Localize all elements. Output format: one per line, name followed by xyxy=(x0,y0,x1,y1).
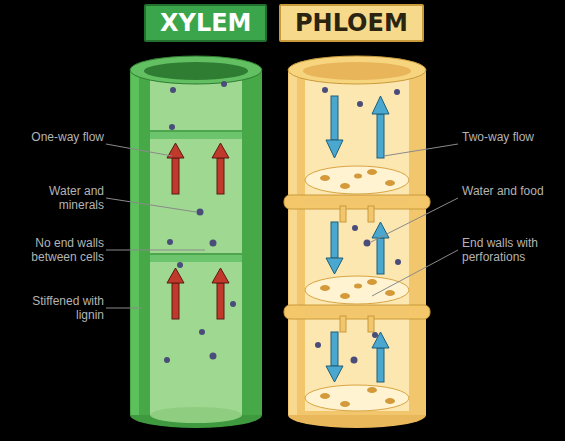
callout-label: No end walls between cells xyxy=(8,236,104,264)
callout-label: Stiffened with lignin xyxy=(8,294,104,322)
phloem-tube xyxy=(284,56,430,428)
header-box: XYLEM xyxy=(144,4,267,42)
leader-lines xyxy=(106,144,458,308)
callout-label: End walls with perforations xyxy=(462,236,558,264)
xylem-tube xyxy=(130,56,262,428)
callout-label: One-way flow xyxy=(8,130,104,144)
callout-label: Two-way flow xyxy=(462,130,558,144)
callout-label: Water and minerals xyxy=(8,184,104,212)
callout-label: Water and food xyxy=(462,184,558,198)
header-text: PHLOEM xyxy=(295,9,408,37)
header-box: PHLOEM xyxy=(279,4,424,42)
header-text: XYLEM xyxy=(160,9,251,37)
